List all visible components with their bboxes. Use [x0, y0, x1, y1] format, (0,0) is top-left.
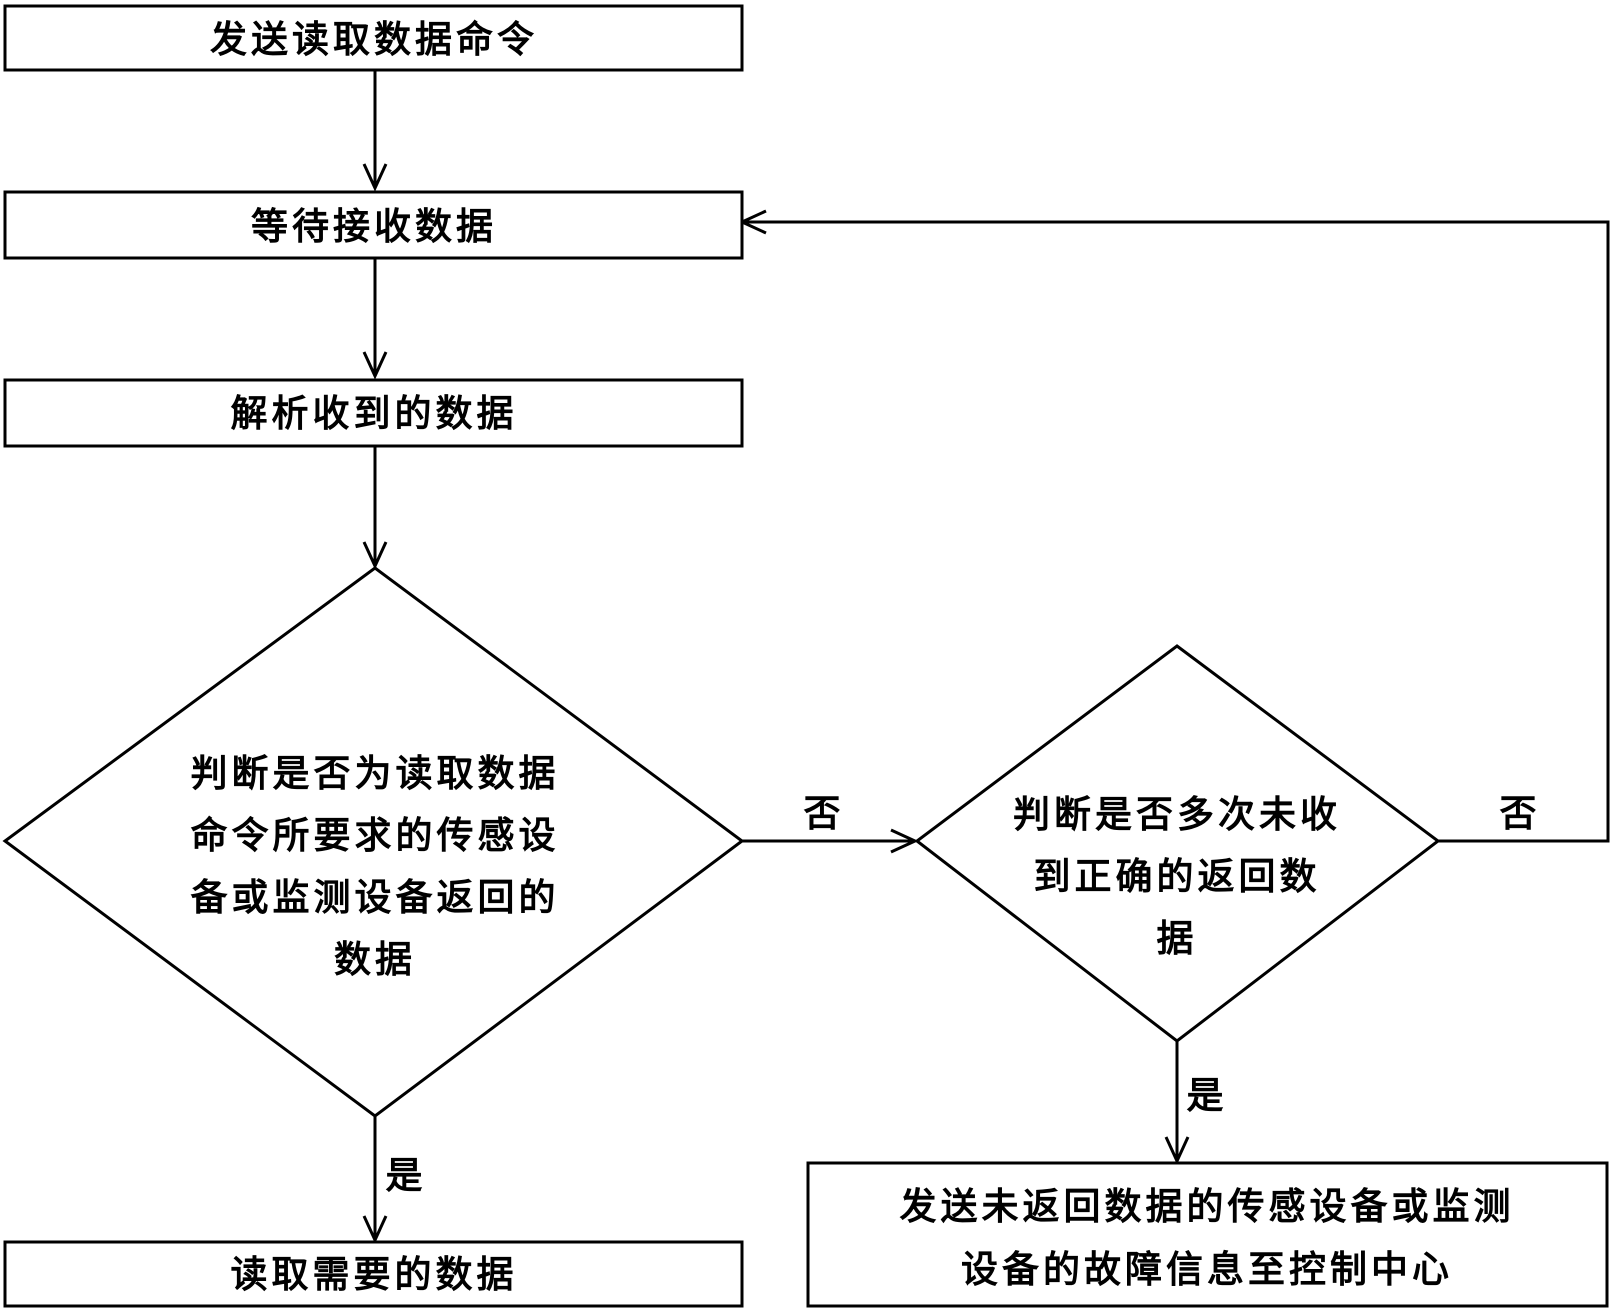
node-send-fault-line-2: 设备的故障信息至控制中心 [961, 1248, 1453, 1291]
arrowhead-judge-yes-to-read [362, 1215, 388, 1244]
node-read-needed: 读取需要的数据 [3, 1240, 744, 1308]
edge-label-judge-repeated-yes: 是 [1187, 1074, 1224, 1117]
arrowhead-send-to-wait [362, 163, 388, 192]
node-parse-data: 解析收到的数据 [3, 378, 744, 448]
arrowhead-wait-to-parse [362, 351, 388, 380]
node-read-needed-label: 读取需要的数据 [231, 1253, 518, 1296]
node-send-fault: 发送未返回数据的传感设备或监测 设备的故障信息至控制中心 [806, 1161, 1609, 1308]
node-judge-source-line-2: 命令所要求的传感设 [191, 814, 560, 857]
node-send-fault-line-1: 发送未返回数据的传感设备或监测 [900, 1185, 1515, 1228]
node-judge-repeated-line-2: 到正确的返回数 [1034, 855, 1321, 898]
node-judge-source-line-4: 数据 [334, 938, 416, 981]
node-parse-data-label: 解析收到的数据 [231, 392, 518, 435]
edge-label-judge-source-yes: 是 [386, 1154, 423, 1197]
edge-label-judge-repeated-no: 否 [1500, 792, 1537, 835]
node-judge-repeated-line-1: 判断是否多次未收 [1013, 793, 1341, 836]
node-judge-source-line-1: 判断是否为读取数据 [191, 752, 560, 795]
node-send-command: 发送读取数据命令 [3, 4, 744, 72]
node-wait-receive: 等待接收数据 [3, 190, 744, 260]
arrowhead-repeated-yes-to-fault [1164, 1136, 1190, 1165]
node-wait-receive-label: 等待接收数据 [251, 205, 497, 248]
edge-label-judge-source-no: 否 [804, 792, 841, 835]
arrowhead-parse-to-judge [362, 541, 388, 570]
node-judge-source: 判断是否为读取数据 命令所要求的传感设 备或监测设备返回的 数据 [2, 566, 745, 1118]
node-judge-source-line-3: 备或监测设备返回的 [191, 876, 560, 919]
node-send-command-label: 发送读取数据命令 [210, 18, 538, 61]
node-judge-repeated-line-3: 据 [1157, 917, 1198, 960]
edge-repeated-no-to-wait [742, 220, 1610, 843]
node-judge-repeated: 判断是否多次未收 到正确的返回数 据 [914, 644, 1441, 1043]
